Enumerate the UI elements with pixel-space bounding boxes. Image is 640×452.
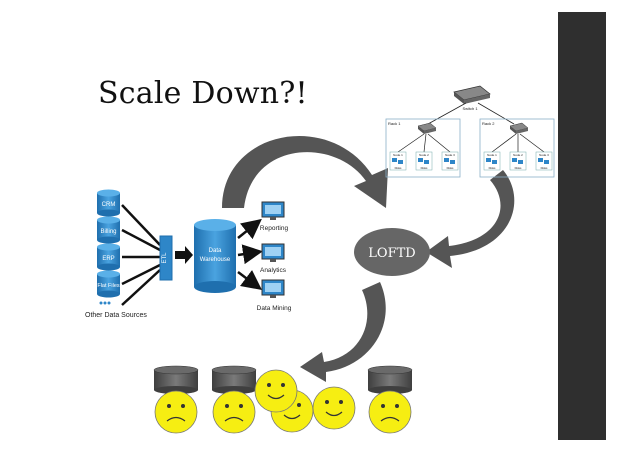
rack-1: Rack 1 Node 1 Node 2 Node 3 <box>385 118 461 178</box>
output-reporting: Reporting <box>260 201 289 232</box>
slide-title: Scale Down?! <box>98 76 308 111</box>
happy-face-icon <box>254 369 298 413</box>
rack-2-nodes: Node 1 Node 2 Node 3 Disks Disks Disks <box>483 151 553 171</box>
source-flat-files-cylinder: Flat Files <box>97 270 120 298</box>
loftd-node: LOFTD <box>354 228 430 276</box>
source-billing-label: Billing <box>100 229 116 235</box>
curved-arrow-cluster-to-loftd <box>426 170 515 268</box>
source-crm-cylinder: CRM <box>97 189 120 217</box>
output-analytics: Analytics <box>260 243 287 274</box>
output-data-mining-label: Data Mining <box>257 305 292 312</box>
output-analytics-label: Analytics <box>260 267 287 274</box>
warehouse-to-output-lines <box>237 218 263 290</box>
smiley-faces <box>154 369 412 434</box>
rack-1-node-2-disks: Disks <box>421 166 428 170</box>
right-edge-bar <box>558 12 606 440</box>
rack-1-node-1-disks: Disks <box>395 166 402 170</box>
rack-2-node-2-label: Node 2 <box>513 153 523 157</box>
rack-1-node-1-label: Node 1 <box>393 153 403 157</box>
source-flat-files-label: Flat Files <box>97 283 120 289</box>
etl-label: ETL <box>162 252 168 264</box>
curved-arrow-loftd-to-smileys <box>300 282 386 382</box>
rack-1-nodes: Node 1 Node 2 Node 3 Disks Disks Disks <box>389 151 459 171</box>
source-to-etl-lines <box>121 204 161 306</box>
rack-2-node-3-label: Node 3 <box>539 153 549 157</box>
source-erp-cylinder: ERP <box>97 243 120 271</box>
source-billing-cylinder: Billing <box>97 216 120 244</box>
small-db-1 <box>153 365 199 394</box>
switch-uplinks <box>427 102 515 125</box>
data-warehouse-cylinder: Data Warehouse <box>194 219 236 293</box>
rack-2-node-1-label: Node 1 <box>487 153 497 157</box>
source-erp-label: ERP <box>102 256 114 262</box>
small-db-cylinders <box>153 365 413 394</box>
data-source-cylinders: CRM Billing ERP Flat Files <box>85 189 147 319</box>
small-db-2 <box>211 365 257 394</box>
sad-face-icon <box>154 390 198 434</box>
cluster-diagram: Switch 1 Rack 1 <box>385 85 555 178</box>
other-sources-label: Other Data Sources <box>85 312 147 319</box>
warehouse-label-line1: Data <box>209 248 222 254</box>
output-reporting-label: Reporting <box>260 225 289 232</box>
etl-to-warehouse-arrow <box>175 246 193 264</box>
rack-2: Rack 2 Node 1 Node 2 Node 3 <box>479 118 555 178</box>
sad-face-icon <box>368 390 412 434</box>
output-data-mining: Data Mining <box>257 279 292 312</box>
switch-label: Switch 1 <box>462 106 478 111</box>
curved-arrow-warehouse-to-cluster <box>222 136 388 208</box>
rack-2-node-3-disks: Disks <box>541 166 548 170</box>
switch-icon <box>453 85 491 104</box>
rack-1-node-3-label: Node 3 <box>445 153 455 157</box>
other-sources-dots <box>99 301 111 305</box>
happy-face-icon <box>312 386 356 430</box>
rack-1-node-3-disks: Disks <box>447 166 454 170</box>
rack-1-label: Rack 1 <box>388 121 401 126</box>
etl-box: ETL <box>159 235 173 281</box>
rack-1-node-2-label: Node 2 <box>419 153 429 157</box>
rack-2-node-1-disks: Disks <box>489 166 496 170</box>
warehouse-label-line2: Warehouse <box>200 257 231 263</box>
small-db-3 <box>367 365 413 394</box>
sad-face-icon <box>212 390 256 434</box>
rack-2-label: Rack 2 <box>482 121 495 126</box>
loftd-label: LOFTD <box>368 246 415 261</box>
source-crm-label: CRM <box>102 202 116 208</box>
rack-2-node-2-disks: Disks <box>515 166 522 170</box>
